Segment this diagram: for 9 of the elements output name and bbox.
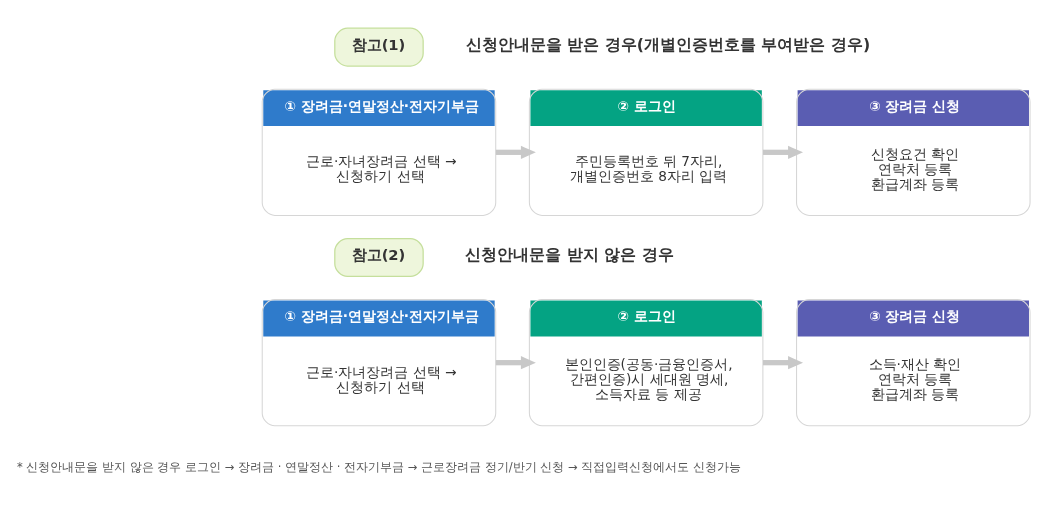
node-box: 참고(1) [334,27,424,67]
node-box: 참고(2) [334,237,424,277]
label: * 신청안내문을 받지 않은 경우 로그인 → 장려금 · 연말정산 · 전자기부금 → 근로장려금 정기/반기 신청 → 직접입력신청에서도 신청가능 [16,459,742,474]
arrow [495,145,536,159]
node-label: 신청안내문을 받은 경우(개별인증번호를 부여받은 경우) [465,34,871,54]
arrow [763,145,804,159]
node-label: 신청안내문을 받지 않은 경우 [465,244,674,264]
arrow [763,355,804,369]
arrow [495,355,536,369]
